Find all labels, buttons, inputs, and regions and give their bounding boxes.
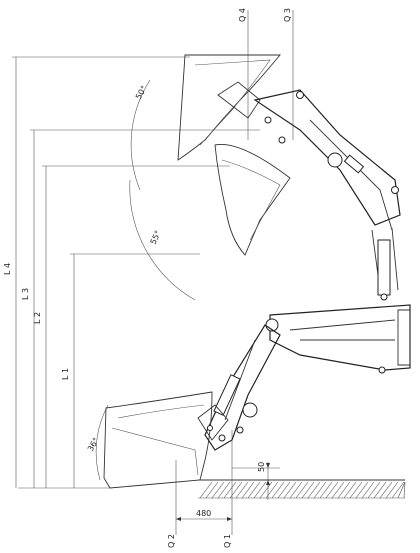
ground-hatch-line (241, 481, 255, 499)
ground-hatch-line (223, 481, 237, 499)
label-50-visible: 50 (257, 462, 266, 472)
ground-hatch-line (331, 481, 345, 499)
ground-hatch-line (211, 481, 225, 499)
ground-hatch-line (301, 481, 315, 499)
label-angle-55: 55° (149, 229, 163, 246)
ground-hatch-line (343, 481, 357, 499)
label-l4: L 4 (3, 263, 12, 275)
label-480: 480 (196, 509, 211, 518)
label-l3: L 3 (21, 288, 30, 300)
raised-bucket (177, 54, 291, 256)
ground-hatch-line (391, 481, 405, 499)
ground-hatch-line (379, 481, 393, 499)
ground-surface (198, 479, 406, 499)
ground-hatch-line (403, 481, 406, 499)
ground-hatch-line (319, 481, 333, 499)
ground-hatch-line (325, 481, 339, 499)
ground-hatch-line (259, 481, 273, 499)
label-q1: Q 1 (223, 534, 232, 548)
ground-hatch-line (217, 481, 231, 499)
ground-hatch-line (247, 481, 261, 499)
ground-hatch-line (349, 481, 363, 499)
ground-hatch-line (277, 481, 291, 499)
ground-hatch-line (385, 481, 399, 499)
label-q2: Q 2 (167, 534, 176, 548)
mounting-frame (265, 304, 411, 374)
ground-hatch-line (337, 481, 351, 499)
ground-hatch-line (361, 481, 375, 499)
label-angle-50: 50° (134, 84, 149, 101)
ground-hatch-line (295, 481, 309, 499)
angle-arcs: 50° 55° 36° (86, 79, 196, 481)
label-l1: L 1 (61, 368, 70, 380)
dig-depth-dimension: 50 50 (232, 462, 280, 500)
ground-hatch-line (283, 481, 297, 499)
ground-hatch-line (367, 481, 381, 499)
ground-hatch-line (307, 481, 321, 499)
ground-hatch-line (271, 481, 285, 499)
ground-hatch-line (289, 481, 303, 499)
ground-hatch-line (313, 481, 327, 499)
ground-hatch-line (199, 481, 213, 499)
ground-hatch-line (355, 481, 369, 499)
reach-dimensions: 480 Q 4 Q 3 Q 2 Q 1 (167, 8, 294, 548)
loader-arm-lowered (204, 324, 281, 451)
loader-arm-raised (253, 89, 401, 301)
lowered-bucket (103, 391, 229, 489)
label-angle-36: 36° (86, 436, 101, 453)
ground-hatch-line (397, 481, 406, 499)
ground-hatch-line (205, 481, 219, 499)
ground-hatch-line (253, 481, 267, 499)
ground-hatch-line (373, 481, 387, 499)
label-l2: L 2 (33, 312, 42, 324)
ground-hatch-line (235, 481, 249, 499)
level-dimensions: L 4 L 3 L 2 L 1 (3, 56, 260, 489)
label-q4: Q 4 (238, 8, 247, 22)
label-q3: Q 3 (283, 8, 292, 22)
